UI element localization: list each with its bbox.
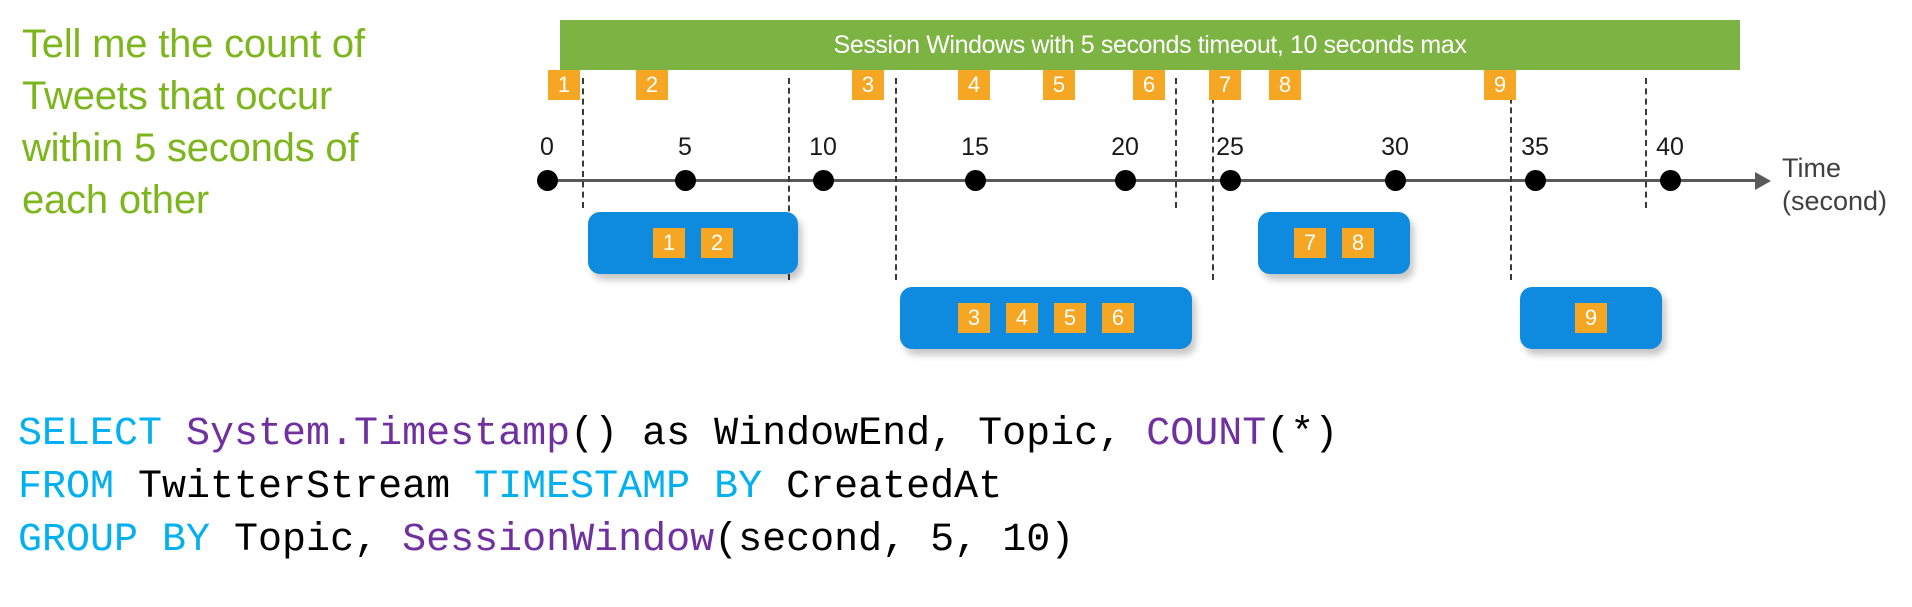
axis-tick-label: 15 xyxy=(961,133,989,161)
event-badge-2: 2 xyxy=(636,70,668,100)
sql-line-1: SELECT System.Timestamp() as WindowEnd, … xyxy=(18,408,1338,461)
event-badge-5: 5 xyxy=(1043,70,1075,100)
sql-token: CreatedAt xyxy=(786,465,1003,510)
window-boundary-line xyxy=(788,78,790,280)
session-event-badge-2: 2 xyxy=(701,228,733,258)
window-boundary-line xyxy=(895,78,897,280)
sql-line-3: GROUP BY Topic, SessionWindow(second, 5,… xyxy=(18,514,1338,567)
event-badge-9: 9 xyxy=(1484,70,1516,100)
axis-event-dot xyxy=(537,170,558,191)
axis-event-dot xyxy=(965,170,986,191)
axis-event-dot xyxy=(1525,170,1546,191)
axis-tick-label: 20 xyxy=(1111,133,1139,161)
window-boundary-line xyxy=(1212,78,1214,280)
window-boundary-line xyxy=(1510,78,1512,280)
axis-event-dot xyxy=(1385,170,1406,191)
time-axis-line xyxy=(545,179,1760,182)
session-event-badge-1: 1 xyxy=(653,228,685,258)
event-badge-8: 8 xyxy=(1269,70,1301,100)
time-axis-caption: Time (second) xyxy=(1782,152,1887,218)
time-axis-caption-line2: (second) xyxy=(1782,186,1888,216)
axis-tick-label: 0 xyxy=(540,133,554,161)
axis-tick-label: 30 xyxy=(1381,133,1409,161)
session-event-badge-9: 9 xyxy=(1575,303,1607,333)
sql-token: TwitterStream xyxy=(138,465,475,510)
event-badge-7: 7 xyxy=(1209,70,1241,100)
sql-token: TIMESTAMP BY xyxy=(474,465,787,510)
sql-token: () as WindowEnd, Topic, xyxy=(570,412,1147,457)
session-event-badge-7: 7 xyxy=(1294,228,1326,258)
sql-line-2: FROM TwitterStream TIMESTAMP BY CreatedA… xyxy=(18,461,1338,514)
question-prompt: Tell me the count of Tweets that occur w… xyxy=(22,22,365,222)
time-axis-caption-line1: Time xyxy=(1782,153,1841,183)
session-event-badge-5: 5 xyxy=(1054,303,1086,333)
sql-token: FROM xyxy=(18,465,139,510)
axis-tick-label: 5 xyxy=(678,133,692,161)
axis-event-dot xyxy=(1660,170,1681,191)
event-badge-1: 1 xyxy=(548,70,580,100)
axis-event-dot xyxy=(675,170,696,191)
sql-token: (*) xyxy=(1266,412,1339,457)
sql-token: (second, 5, 10) xyxy=(714,518,1075,563)
session-event-badge-4: 4 xyxy=(1006,303,1038,333)
event-badge-6: 6 xyxy=(1133,70,1165,100)
sql-token: SELECT xyxy=(18,412,187,457)
window-boundary-line xyxy=(582,78,584,208)
axis-tick-label: 40 xyxy=(1656,133,1684,161)
axis-event-dot xyxy=(1115,170,1136,191)
session-windows-banner: Session Windows with 5 seconds timeout, … xyxy=(560,20,1740,70)
window-boundary-line xyxy=(1645,78,1647,208)
sql-token: Topic, xyxy=(234,518,403,563)
axis-tick-label: 35 xyxy=(1521,133,1549,161)
event-badge-4: 4 xyxy=(958,70,990,100)
session-event-badge-6: 6 xyxy=(1102,303,1134,333)
axis-tick-label: 10 xyxy=(809,133,837,161)
axis-event-dot xyxy=(1220,170,1241,191)
sql-token: SessionWindow xyxy=(402,518,715,563)
sql-token: System.Timestamp xyxy=(186,412,571,457)
sql-query-block: SELECT System.Timestamp() as WindowEnd, … xyxy=(18,408,1338,567)
sql-token: COUNT xyxy=(1146,412,1267,457)
event-badge-3: 3 xyxy=(852,70,884,100)
axis-tick-label: 25 xyxy=(1216,133,1244,161)
axis-event-dot xyxy=(813,170,834,191)
session-event-badge-3: 3 xyxy=(958,303,990,333)
time-axis-arrow-icon xyxy=(1755,172,1771,190)
sql-token: GROUP BY xyxy=(18,518,235,563)
session-window-4: 9 xyxy=(1520,287,1662,349)
banner-title: Session Windows with 5 seconds timeout, … xyxy=(833,30,1467,59)
window-boundary-line xyxy=(1175,78,1177,208)
session-event-badge-8: 8 xyxy=(1342,228,1374,258)
